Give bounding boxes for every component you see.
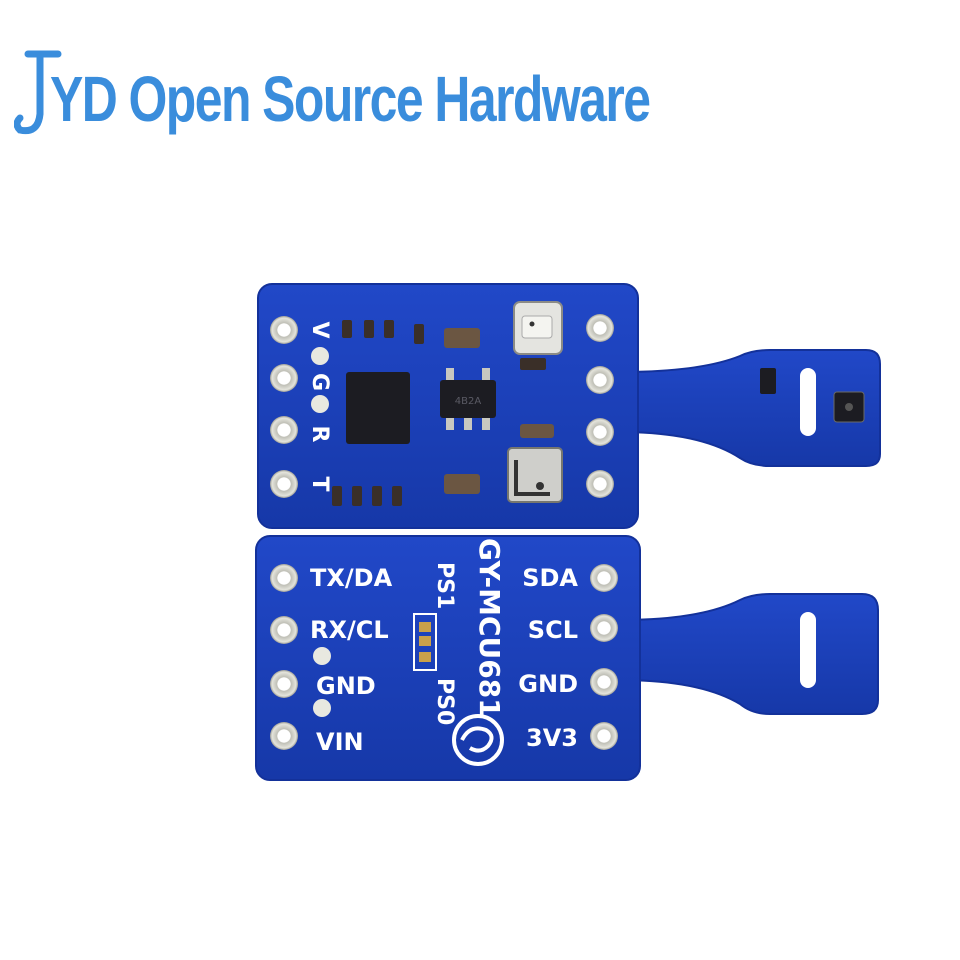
solder-dot <box>311 347 329 365</box>
pad <box>270 364 298 392</box>
right-pads-top <box>586 314 614 498</box>
pin-label-rxcl: RX/CL <box>310 616 389 644</box>
sensor-tab-bottom <box>619 593 879 715</box>
brand-mark-icon <box>13 18 62 138</box>
pad <box>270 416 298 444</box>
jumper-label-ps0: PS0 <box>432 678 457 725</box>
pin-label-gnd-left: GND <box>316 672 376 700</box>
top-board: V G R T 4B2A <box>257 283 881 529</box>
pad <box>270 316 298 344</box>
brand-text: YD Open Source Hardware <box>50 63 651 135</box>
pad <box>270 722 298 750</box>
mcu-chip <box>346 372 410 444</box>
pad <box>590 668 618 696</box>
jumper-label-ps1: PS1 <box>432 562 457 609</box>
brand-logo: YD Open Source Hardware <box>13 18 818 138</box>
gas-sensor <box>507 447 563 503</box>
pin-label-txda: TX/DA <box>310 564 393 592</box>
pin-label-v: V <box>307 321 332 338</box>
pin-label-g: G <box>307 373 332 391</box>
model-label: GY-MCU681 <box>473 538 506 718</box>
pad <box>586 418 614 446</box>
bottom-board: TX/DA RX/CL GND VIN SDA SCL GND 3V3 GY-M… <box>255 535 879 781</box>
pin-label-gnd-right: GND <box>518 670 578 698</box>
pad <box>590 564 618 592</box>
pad <box>270 616 298 644</box>
pin-label-vin: VIN <box>316 728 364 756</box>
tab-slot-bottom <box>800 612 816 688</box>
jumper-box <box>413 613 437 671</box>
jumper-pad <box>419 636 431 646</box>
pad <box>586 314 614 342</box>
pad <box>270 470 298 498</box>
tab-chip <box>760 368 776 394</box>
pad <box>586 470 614 498</box>
swirl-logo-icon <box>452 714 504 766</box>
pad <box>590 614 618 642</box>
pad <box>270 564 298 592</box>
pin-label-t: T <box>307 476 332 491</box>
pad <box>590 722 618 750</box>
solder-dot <box>311 395 329 413</box>
passives <box>332 320 554 506</box>
pcb-bottom <box>255 535 641 781</box>
pad <box>586 366 614 394</box>
pin-label-r: R <box>307 426 332 443</box>
left-pads-top <box>270 316 298 498</box>
chip-marking: 4B2A <box>455 396 482 407</box>
tab-slot <box>800 368 816 436</box>
pin-label-3v3: 3V3 <box>526 724 578 752</box>
pin-label-sda: SDA <box>522 564 578 592</box>
jumper-pad <box>419 652 431 662</box>
jumper-pad <box>419 622 431 632</box>
solder-dot <box>313 699 331 717</box>
pad <box>270 670 298 698</box>
pin-label-scl: SCL <box>528 616 578 644</box>
regulator-chip <box>440 380 496 418</box>
solder-dot <box>313 647 331 665</box>
